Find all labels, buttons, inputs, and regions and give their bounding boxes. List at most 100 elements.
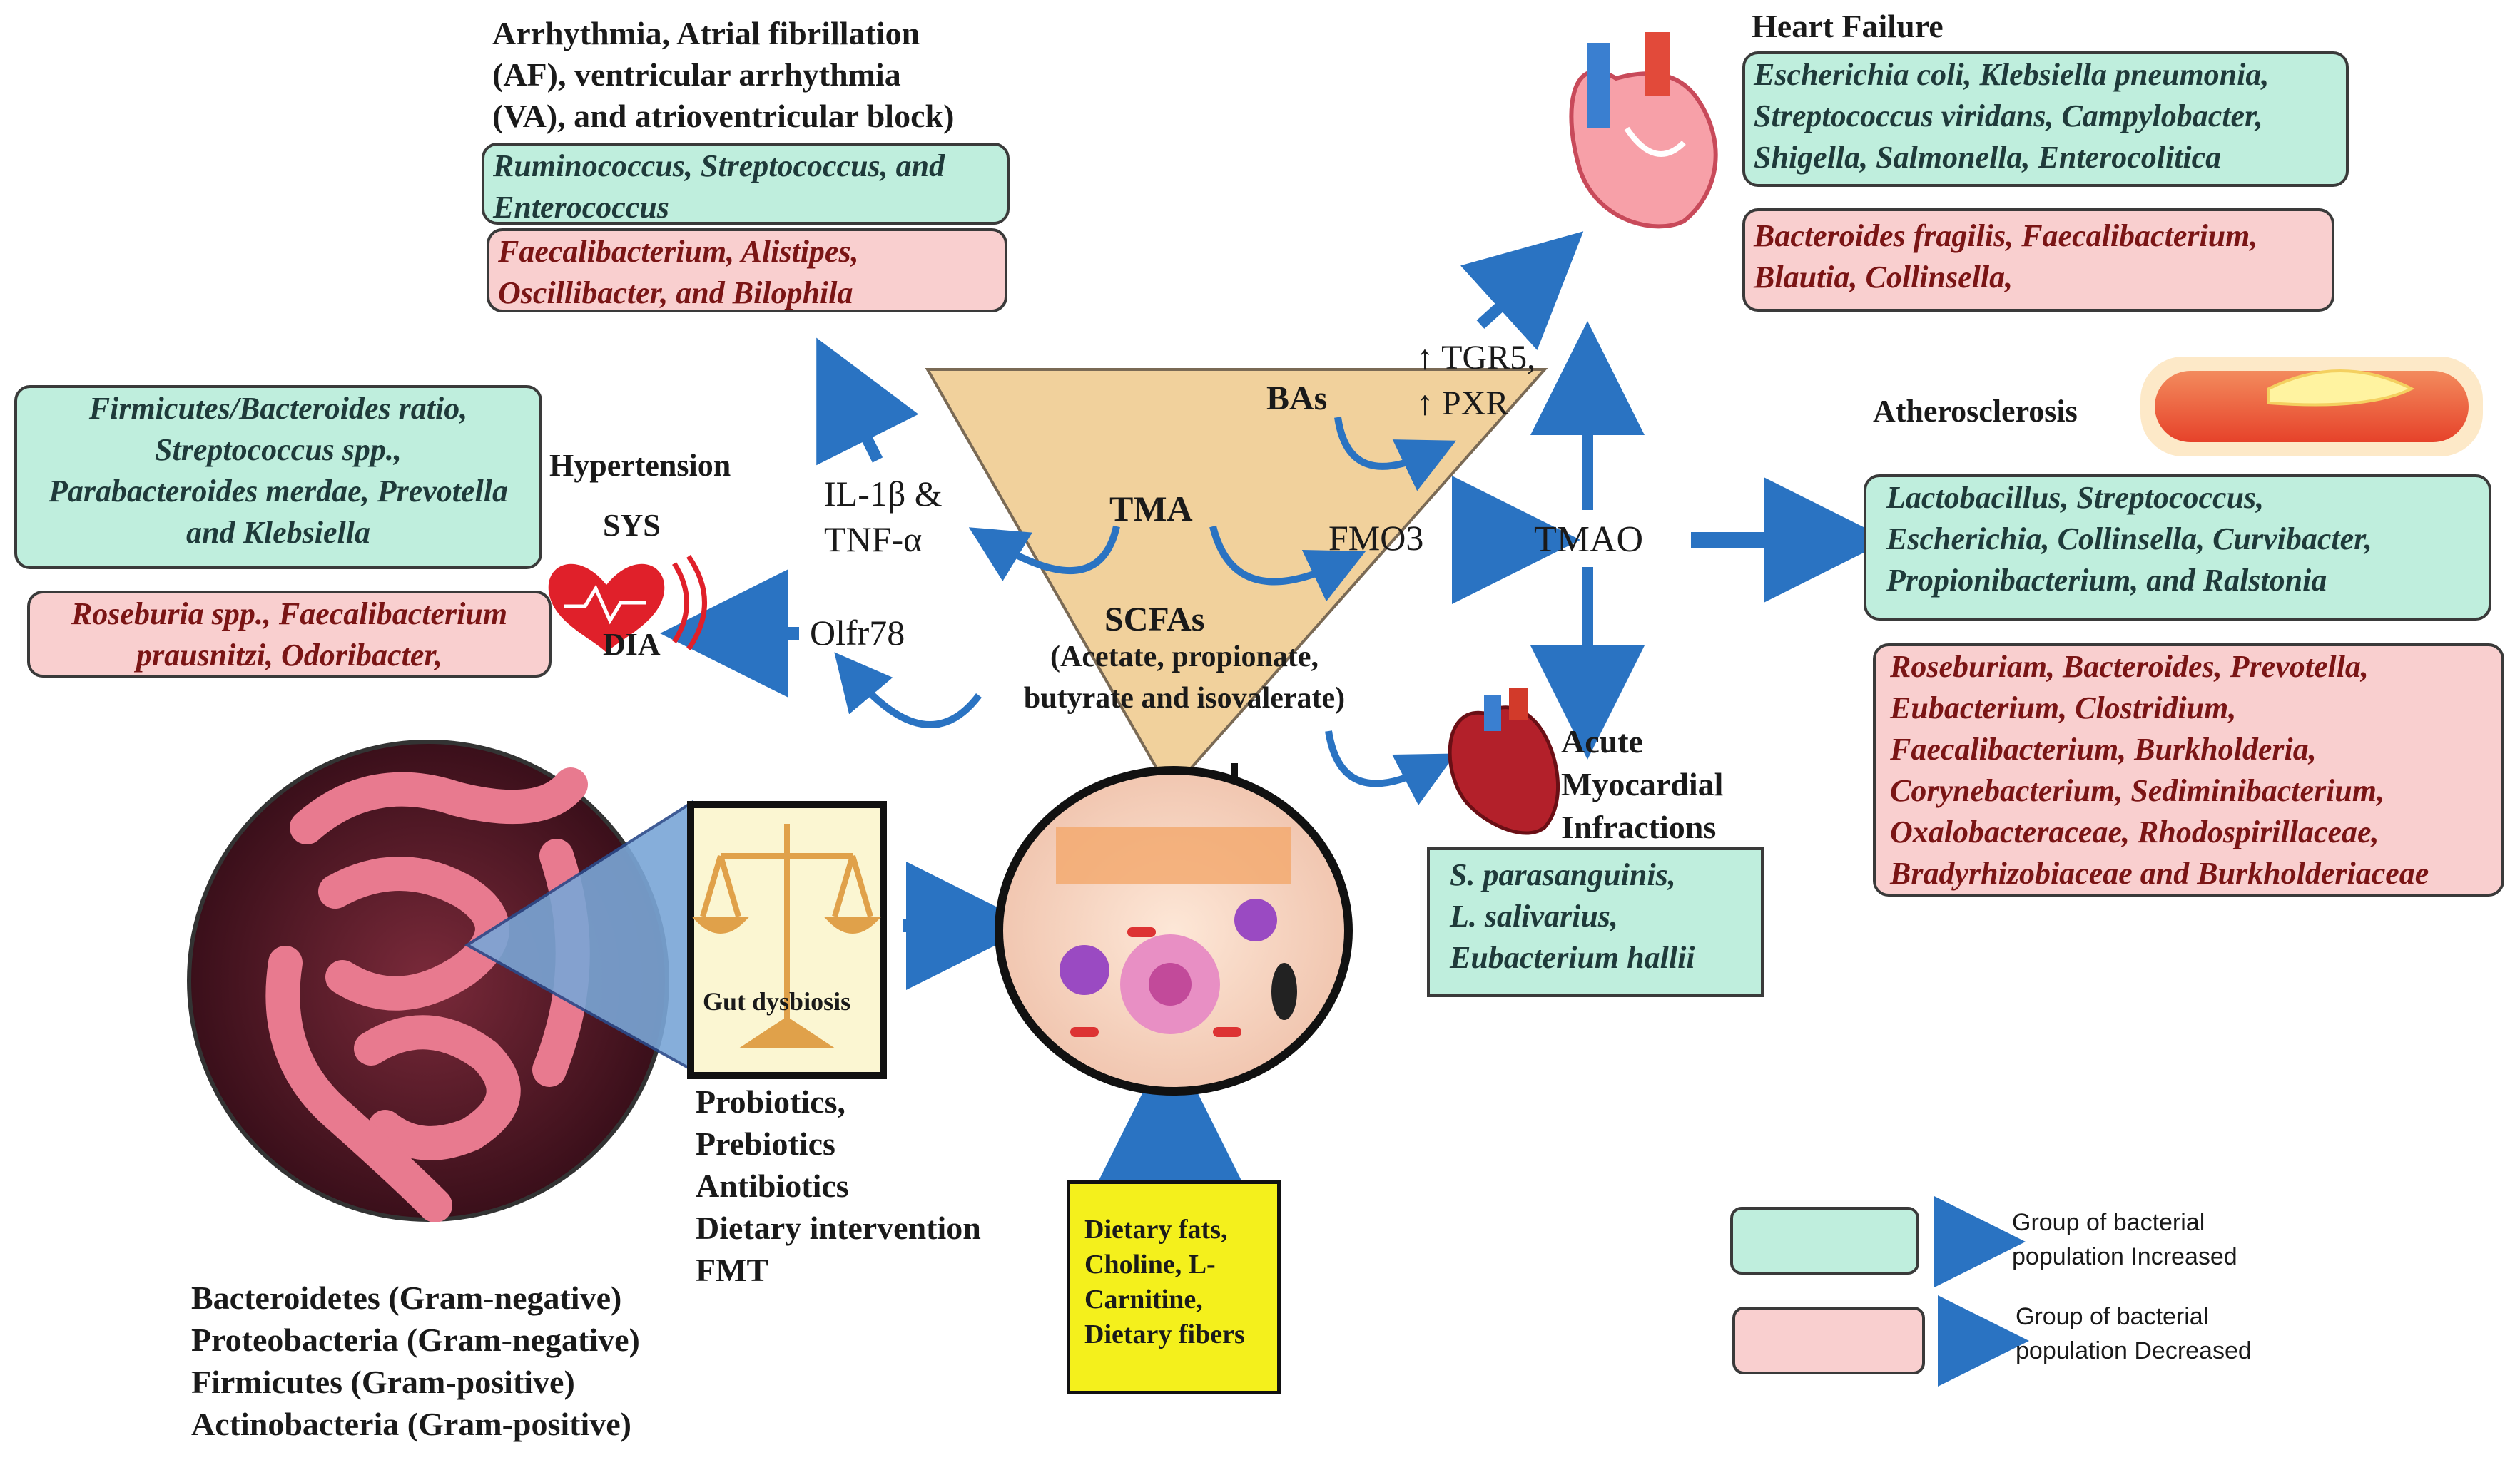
- phylum-item: Bacteroidetes (Gram-negative): [191, 1280, 622, 1316]
- il-line: IL-1β &: [824, 474, 943, 514]
- hypertension-decreased-box: Roseburia spp., Faecalibacterium prausni…: [27, 591, 552, 678]
- bas-label: BAs: [1266, 379, 1328, 417]
- gut-cell-view: [995, 766, 1353, 1096]
- scfas-detail-line: butyrate and isovalerate): [1023, 682, 1346, 715]
- arrow-to-arrhythmia: [816, 337, 919, 466]
- bacteria-line: Blautia, Collinsella,: [1754, 260, 2013, 295]
- phylum-item: Actinobacteria (Gram-positive): [191, 1406, 632, 1442]
- scale-icon: [692, 824, 881, 1048]
- diet-line: Dietary fats,: [1084, 1215, 1228, 1245]
- ami-title-line: Myocardial: [1561, 766, 1724, 802]
- treatment-item: Dietary intervention: [696, 1210, 981, 1246]
- bacteria-line: Roseburiam, Bacteroides, Prevotella,: [1890, 649, 2369, 684]
- treatment-item: Antibiotics: [696, 1168, 849, 1204]
- bacteria-line: L. salivarius,: [1450, 899, 1618, 934]
- bacteria-line: Lactobacillus, Streptococcus,: [1886, 480, 2265, 515]
- il-tnf-label: IL-1β & TNF-α: [824, 471, 943, 562]
- arrhythmia-title-line: (AF), ventricular arrhythmia: [492, 56, 901, 93]
- curved-arrow-tma-il: [968, 525, 1120, 581]
- curved-arrow-scfa-ami: [1325, 730, 1456, 805]
- hypertension-title: Hypertension: [549, 448, 731, 483]
- legend-increased-label: Group of bacterial population Increased: [2012, 1205, 2237, 1274]
- bacteria-line: prausnitzi, Odoribacter,: [136, 638, 443, 673]
- arrhythmia-title-line: (VA), and atrioventricular block): [492, 98, 955, 134]
- sys-label: SYS: [603, 508, 661, 543]
- gut-dysbiosis-label: Gut dysbiosis: [703, 987, 851, 1016]
- bacteria-line: Shigella, Salmonella, Enterocolitica: [1754, 140, 2222, 175]
- bacteria-line: Oscillibacter, and Bilophila: [498, 275, 853, 310]
- heart-failure-decreased-box: Bacteroides fragilis, Faecalibacterium, …: [1742, 208, 2334, 312]
- ami-increased-box: S. parasanguinis, L. salivarius, Eubacte…: [1427, 847, 1764, 997]
- legend-decreased-label: Group of bacterial population Decreased: [2016, 1300, 2252, 1368]
- heart-failure-title: Heart Failure: [1752, 8, 1944, 44]
- diet-line: Dietary fibers: [1084, 1319, 1245, 1349]
- bacteria-line: Escherichia, Collinsella, Curvibacter,: [1886, 521, 2372, 556]
- diet-line: Choline, L-: [1084, 1250, 1216, 1280]
- phylum-item: Proteobacteria (Gram-negative): [191, 1322, 640, 1358]
- legend-line: Group of bacterial: [2016, 1303, 2209, 1330]
- bacteria-line: Escherichia coli, Klebsiella pneumonia,: [1754, 57, 2270, 92]
- curved-arrow-scfa-olfr: [834, 652, 982, 729]
- heart-failure-increased-box: Escherichia coli, Klebsiella pneumonia, …: [1742, 51, 2349, 187]
- bacteria-line: Firmicutes/Bacteroides ratio,: [88, 391, 468, 426]
- hypertension-increased-box: Firmicutes/Bacteroides ratio, Streptococ…: [14, 385, 542, 569]
- treatment-item: FMT: [696, 1252, 769, 1288]
- atherosclerosis-increased-box: Lactobacillus, Streptococcus, Escherichi…: [1864, 474, 2491, 621]
- olfr78-label: Olfr78: [810, 613, 905, 653]
- gut-cell-details: [1056, 827, 1297, 1037]
- diet-line: Carnitine,: [1084, 1285, 1203, 1315]
- bacteria-line: Enterococcus: [493, 190, 669, 225]
- ami-title: Acute Myocardial Infractions: [1561, 720, 1723, 849]
- tgr5-line: ↑ TGR5,: [1416, 339, 1536, 377]
- bacteria-line: Propionibacterium, and Ralstonia: [1886, 563, 2327, 598]
- tma-label: TMA: [1109, 489, 1193, 529]
- curved-arrow-bas-tgr5: [1334, 417, 1457, 491]
- ami-title-line: Infractions: [1561, 809, 1717, 845]
- tgr5-pxr-label: ↑ TGR5, ↑ PXR: [1416, 335, 1535, 427]
- bacteria-line: Streptococcus viridans, Campylobacter,: [1754, 98, 2263, 133]
- ami-title-line: Acute: [1561, 723, 1643, 760]
- bacteria-line: Bradyrhizobiaceae and Burkholderiaceae: [1890, 856, 2429, 891]
- bacteria-line: and Klebsiella: [186, 515, 370, 550]
- arrhythmia-decreased-box: Faecalibacterium, Alistipes, Oscillibact…: [487, 228, 1007, 312]
- fmo3-label: FMO3: [1328, 518, 1424, 558]
- legend-decreased-swatch: [1732, 1307, 1925, 1374]
- treatments-list: Probiotics, Prebiotics Antibiotics Dieta…: [696, 1081, 981, 1291]
- bacteria-line: Streptococcus spp.,: [155, 432, 402, 467]
- central-triangle: [925, 368, 1548, 795]
- bacteria-line: Eubacterium hallii: [1450, 940, 1695, 975]
- legend-line: population Increased: [2012, 1243, 2237, 1270]
- bacteria-line: Faecalibacterium, Burkholderia,: [1890, 732, 2317, 767]
- phyla-list: Bacteroidetes (Gram-negative) Proteobact…: [191, 1277, 640, 1445]
- treatment-item: Prebiotics: [696, 1125, 835, 1162]
- bacteria-line: Oxalobacteraceae, Rhodospirillaceae,: [1890, 815, 2379, 849]
- legend-line: Group of bacterial: [2012, 1209, 2205, 1236]
- dia-label: DIA: [603, 627, 661, 662]
- pxr-line: ↑ PXR: [1416, 384, 1509, 422]
- bacteria-line: Eubacterium, Clostridium,: [1890, 690, 2237, 725]
- phylum-item: Firmicutes (Gram-positive): [191, 1364, 575, 1400]
- bacteria-line: Faecalibacterium, Alistipes,: [498, 234, 859, 269]
- heart-failure-heart-image: [1569, 32, 1718, 229]
- ami-heart-image: [1448, 688, 1560, 835]
- scfas-detail: (Acetate, propionate, butyrate and isova…: [999, 636, 1370, 719]
- arrhythmia-title-line: Arrhythmia, Atrial fibrillation: [492, 15, 920, 51]
- scfas-detail-line: (Acetate, propionate,: [1050, 640, 1319, 673]
- artery-image: [2140, 357, 2483, 456]
- tnf-line: TNF-α: [824, 519, 923, 559]
- treatment-item: Probiotics,: [696, 1083, 845, 1120]
- atherosclerosis-title: Atherosclerosis: [1873, 394, 2078, 429]
- diet-box: Dietary fats, Choline, L- Carnitine, Die…: [1067, 1180, 1281, 1394]
- bacteria-line: Corynebacterium, Sediminibacterium,: [1890, 773, 2385, 808]
- bacteria-line: Roseburia spp., Faecalibacterium: [71, 596, 508, 631]
- legend-line: population Decreased: [2016, 1337, 2252, 1364]
- scfas-label: SCFAs: [1104, 601, 1205, 638]
- tmao-label: TMAO: [1534, 519, 1644, 560]
- arrow-to-heart-failure: [1460, 231, 1584, 350]
- legend-increased-swatch: [1730, 1207, 1919, 1275]
- curved-arrow-tma-fmo3: [1209, 525, 1366, 602]
- hypertension-heart-icon: [548, 555, 707, 653]
- arrhythmia-title: Arrhythmia, Atrial fibrillation (AF), ve…: [492, 13, 954, 137]
